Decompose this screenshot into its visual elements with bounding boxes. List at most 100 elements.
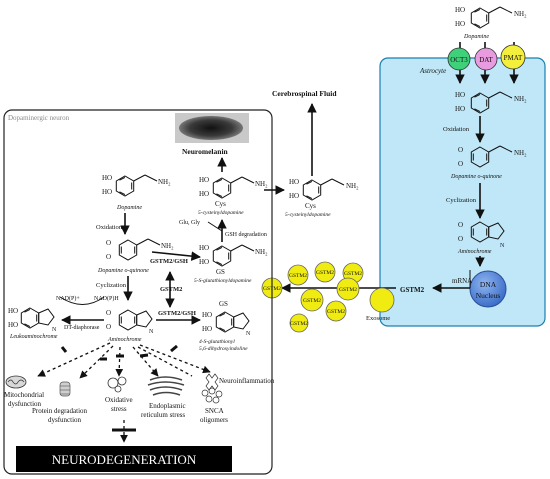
svg-text:DNA: DNA [480, 280, 497, 289]
astro-aminochrome-structure: N O O [458, 221, 505, 249]
svg-text:GSTM2: GSTM2 [289, 273, 307, 279]
toxicity-arrows [37, 342, 211, 379]
svg-text:GS: GS [219, 300, 228, 308]
svg-text:O: O [106, 323, 111, 331]
neuroinflammation-icon [205, 373, 219, 391]
neurodegeneration-label: NEURODEGENERATION [52, 452, 197, 467]
svg-text:OCT3: OCT3 [450, 56, 468, 64]
neuron-compartment [3, 109, 273, 475]
svg-text:NH₂: NH₂ [255, 180, 268, 188]
protein-label-1: Protein degradation [32, 407, 88, 415]
nadph-label: NAD(P)H [94, 295, 119, 302]
neuron-cysteinyldopamine-structure: NH₂ HO HO Cys [199, 176, 268, 208]
exosome-label: Exosome [366, 315, 390, 322]
svg-text:GSTM2: GSTM2 [339, 287, 357, 293]
svg-text:HO: HO [289, 178, 299, 186]
nucleus: DNA Nucleus [469, 270, 507, 308]
leukoaminochrome-structure: N HO HO [8, 307, 57, 333]
gstm2-gsh-label-1: GSTM2/GSH [150, 258, 188, 265]
neuron-dopamine-label: Dopamine [116, 205, 142, 211]
svg-text:HO: HO [8, 321, 18, 329]
neuron-cyclization-label: Cyclization [96, 282, 127, 289]
mrna-label: mRNA [452, 277, 472, 285]
mito-label-2: dysfunction [8, 400, 42, 408]
csf-label: Cerebrospinal Fluid [272, 89, 337, 98]
glutathionyl-dhi-label-2: 5,6-dihydroxyindoline [199, 346, 248, 352]
mitochondria-icon [5, 375, 27, 389]
astro-quinone-label: Dopamine o-quinone [450, 174, 502, 180]
snca-label-1: SNCA [205, 407, 224, 415]
svg-text:HO: HO [202, 325, 212, 333]
svg-text:NH₂: NH₂ [514, 95, 527, 103]
proteasome-icon [59, 381, 71, 397]
er-label-1: Endoplasmic [149, 402, 186, 410]
svg-text:GSTM2: GSTM2 [303, 298, 321, 304]
oxidative-stress-icon [107, 376, 127, 393]
svg-text:HO: HO [455, 91, 465, 99]
dopamine-top-label: Dopamine [463, 34, 489, 40]
neuron-quinone-label: Dopamine o-quinone [97, 268, 149, 274]
exosome [369, 287, 395, 313]
neuron-oxidation-label: Oxidation [96, 224, 123, 231]
gstm2-label: GSTM2 [160, 286, 182, 293]
svg-text:HO: HO [455, 20, 465, 28]
svg-text:O: O [458, 146, 463, 154]
svg-text:HO: HO [455, 6, 465, 14]
gstm2-bubble: GSTM2 [289, 313, 309, 333]
svg-text:O: O [106, 309, 111, 317]
neuron-aminochrome-structure: N O O [106, 309, 154, 335]
neuron-aminochrome-label: Aminochrome [107, 337, 142, 343]
svg-text:Nucleus: Nucleus [476, 291, 501, 300]
svg-text:HO: HO [199, 258, 209, 266]
svg-text:NH₂: NH₂ [158, 178, 171, 186]
svg-text:N: N [149, 329, 154, 335]
svg-text:HO: HO [8, 307, 18, 315]
oxidative-label-2: stress [111, 405, 127, 413]
svg-text:GSTM2: GSTM2 [344, 271, 362, 277]
svg-text:O: O [106, 253, 111, 261]
svg-text:HO: HO [199, 190, 209, 198]
gstm2-gsh-label-2: GSTM2/GSH [158, 310, 196, 317]
dopamine-structure-top: NH₂ HO HO [455, 6, 527, 29]
neuron-quinone-structure: NH₂ O O [106, 238, 174, 261]
transporter-oct3: OCT3 [447, 47, 471, 71]
er-icon [147, 376, 185, 396]
svg-text:NH₂: NH₂ [514, 149, 527, 157]
svg-text:GS: GS [216, 268, 225, 276]
svg-text:O: O [458, 160, 463, 168]
svg-text:NH₂: NH₂ [346, 182, 359, 190]
neuron-dopamine-structure: NH₂ HO HO [102, 174, 171, 197]
glutathionyldopamine-label: 5-S-glutathionyldopamine [194, 278, 252, 284]
neuron-label: Dopaminergic neuron [8, 114, 70, 122]
astro-gstm2-label: GSTM2 [400, 286, 425, 294]
svg-text:GSTM2: GSTM2 [327, 309, 345, 315]
csf-cysteinyldopamine-label: 5-cysteinyldopamine [285, 212, 331, 218]
snca-label-2: oligomers [200, 416, 228, 424]
svg-text:N: N [246, 331, 251, 337]
svg-text:NH₂: NH₂ [255, 248, 268, 256]
svg-text:N: N [52, 327, 57, 333]
csf-cysteinyldopamine-structure: NH₂ HO HO Cys [289, 178, 359, 210]
transporter-dat: DAT [474, 47, 498, 71]
snca-oligomers-icon [201, 387, 223, 404]
astro-oxidation-label: Oxidation [443, 126, 470, 133]
svg-text:HO: HO [202, 311, 212, 319]
astro-cyclization-label: Cyclization [446, 197, 477, 204]
svg-text:NH₂: NH₂ [161, 242, 174, 250]
astro-aminochrome-label: Aminochrome [457, 249, 492, 255]
gstm2-bubble: GSTM2 [336, 277, 360, 301]
gstm2-bubble: GSTM2 [300, 288, 324, 312]
astro-quinone-structure: NH₂ O O [458, 145, 527, 168]
svg-text:HO: HO [455, 105, 465, 113]
gsh-degradation-label: GSH degradation [225, 232, 267, 238]
dt-diaphorase-label: DT-diaphorase [64, 325, 100, 331]
oxidative-label-1: Oxidative [105, 396, 133, 404]
svg-text:Cys: Cys [215, 200, 226, 208]
astro-dopamine-structure: NH₂ HO HO [455, 91, 527, 114]
svg-text:HO: HO [199, 244, 209, 252]
er-label-2: reticulum stress [141, 411, 185, 419]
gstm2-bubbles: GSTM2 GSTM2 GSTM2 GSTM2 GSTM2 GSTM2 GSTM… [261, 261, 364, 333]
svg-text:Cys: Cys [305, 202, 316, 210]
glutathionyldopamine-structure: NH₂ HO HO GS [199, 244, 268, 276]
